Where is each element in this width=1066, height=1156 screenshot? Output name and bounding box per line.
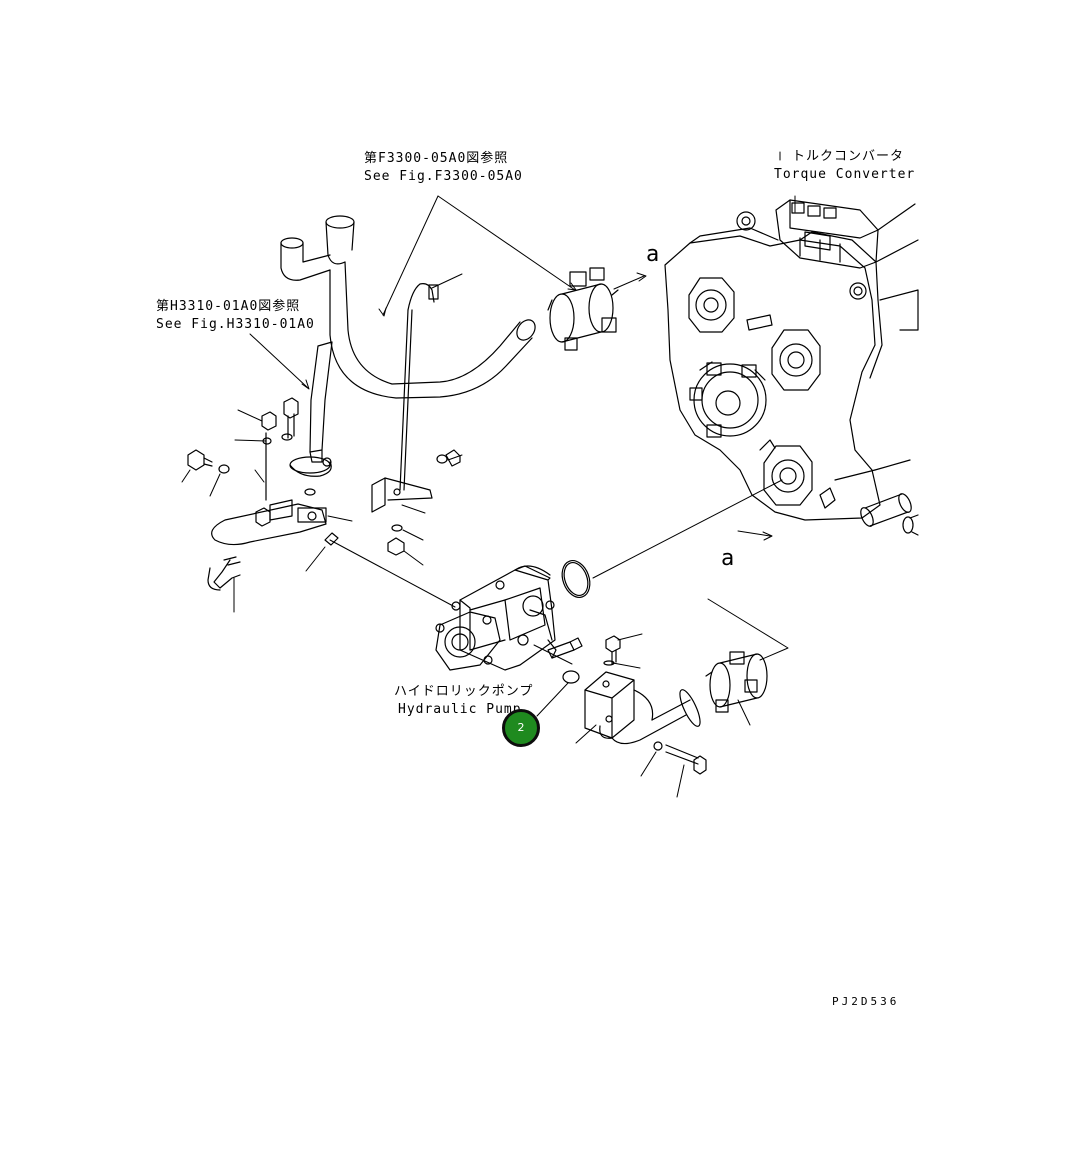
right-tube xyxy=(860,493,919,536)
leader-lines xyxy=(181,151,796,798)
connection-marker-a-top: a xyxy=(646,242,660,267)
ref-h3310-label-jp: 第H3310-01A0図参照 xyxy=(156,299,301,314)
pump-fittings xyxy=(547,560,621,684)
pipe-rod xyxy=(371,283,439,513)
upper-pipe xyxy=(280,215,536,399)
mounting-plate xyxy=(207,499,339,591)
ref-h3310-label-en: See Fig.H3310-01A0 xyxy=(156,317,315,332)
ref-f3300-label-jp: 第F3300-05A0図参照 xyxy=(364,151,509,166)
ref-f3300-label-en: See Fig.F3300-05A0 xyxy=(364,169,523,184)
upper-hose-clamp xyxy=(547,267,619,351)
torque-converter-label-jp: トルクコンバータ xyxy=(792,149,905,164)
torque-converter xyxy=(664,199,919,521)
connection-marker-a-bottom: a xyxy=(721,546,735,571)
lower-hose-clamp xyxy=(705,651,768,713)
part-callout-2[interactable]: 2 xyxy=(502,709,540,747)
left-hose xyxy=(289,341,333,477)
torque-converter-label-en: Torque Converter xyxy=(774,167,916,182)
hydraulic-pump-label-jp: ハイドロリックポンプ xyxy=(394,684,534,699)
hydraulic-pump xyxy=(435,565,557,671)
elbow-block xyxy=(584,671,707,775)
hydraulic-pump-label-en: Hydraulic Pump xyxy=(398,702,522,717)
drawing-code: PJ2D536 xyxy=(832,995,900,1008)
